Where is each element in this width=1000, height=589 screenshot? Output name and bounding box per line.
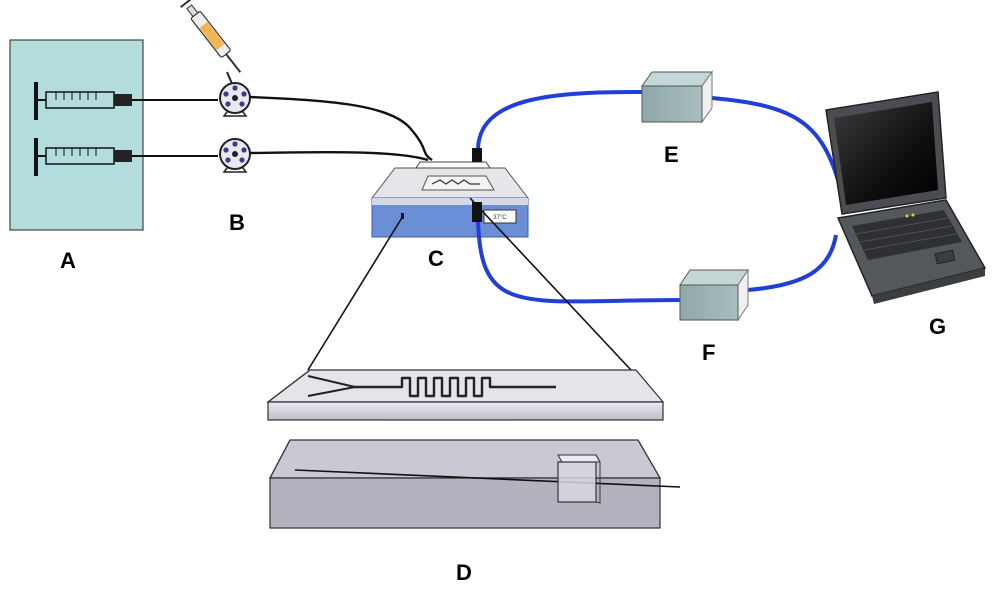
- tubing-b-c: [249, 95, 433, 162]
- label-b: B: [229, 210, 245, 235]
- syringe-icon: [34, 138, 132, 176]
- temperature-display: 37°C: [493, 215, 507, 221]
- label-a: A: [60, 248, 76, 273]
- label-c: C: [428, 246, 444, 271]
- hand-syringe-icon: [180, 0, 242, 73]
- fiber-connector-bottom: [472, 202, 482, 222]
- detector-box-f: [679, 268, 749, 322]
- microfluidic-chip: [266, 369, 681, 529]
- syringe-pump-panel: [9, 39, 144, 231]
- syringe-icon: [34, 82, 132, 120]
- label-g: G: [929, 314, 946, 339]
- label-f: F: [702, 340, 715, 365]
- valve-icon: [219, 138, 251, 173]
- projection-lines: [307, 197, 632, 371]
- label-e: E: [664, 142, 679, 167]
- detector-box-e: [641, 70, 713, 124]
- optical-fibers: [476, 90, 840, 304]
- valve-icon: [219, 82, 251, 117]
- tubing-a-b: [132, 99, 218, 157]
- label-d: D: [456, 560, 472, 585]
- fiber-connector-top: [472, 148, 482, 162]
- laptop-icon: [825, 91, 987, 304]
- heater-stage: 37°C: [370, 161, 530, 238]
